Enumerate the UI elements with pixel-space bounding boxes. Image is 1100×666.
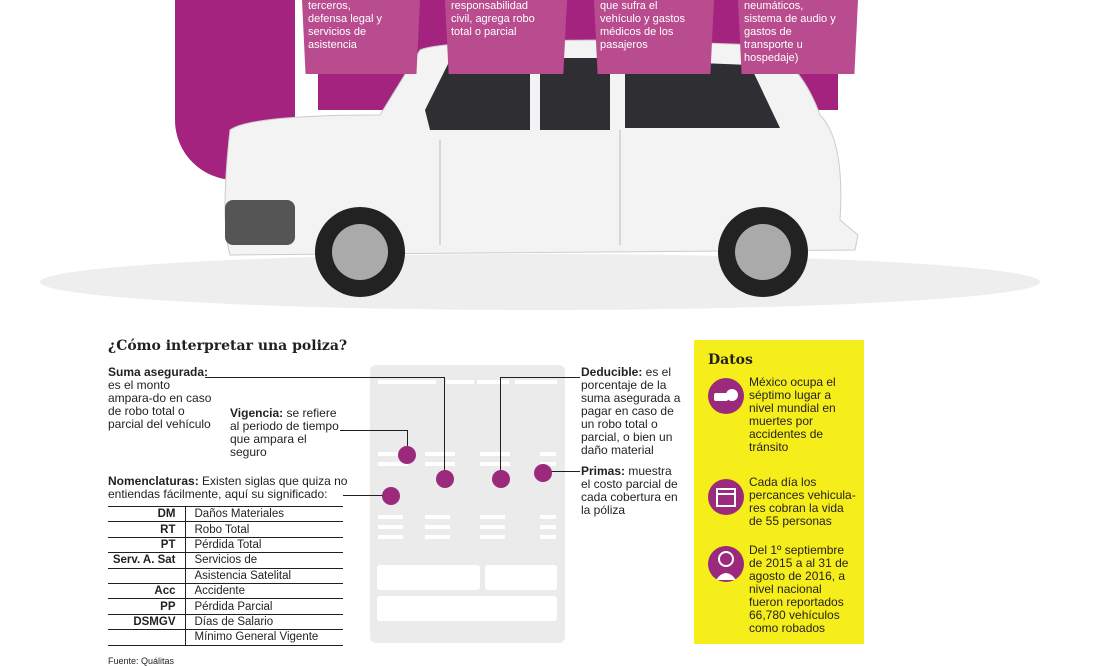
datos-panel: Datos México ocupa el séptimo lugar a ni… [694, 340, 864, 644]
coverage-box-4: neumáticos, sistema de audio y gastos de… [738, 0, 858, 74]
coverage-box-1: terceros, defensa legal y servicios de a… [302, 0, 420, 74]
policy-form-illustration [370, 365, 565, 643]
abbreviation: PT [108, 537, 186, 554]
section-title: ¿Cómo interpretar una poliza? [108, 338, 348, 354]
meaning: Mínimo General Vigente [185, 629, 343, 646]
annotation-nomenclaturas: Nomenclaturas: Existen siglas que quiza … [108, 474, 348, 501]
annotation-deducible: Deducible: es el porcentaje de la suma a… [581, 365, 681, 457]
meaning: Accidente [185, 583, 343, 600]
annotation-suma: Suma asegurada: es el monto ampara-do en… [108, 365, 212, 431]
datos-title: Datos [708, 352, 753, 368]
abbreviation: DM [108, 505, 186, 523]
abbreviation: RT [108, 521, 186, 538]
coverage-box-2: responsabilidad civil, agrega robo total… [445, 0, 567, 74]
calendar-icon [708, 479, 744, 515]
dato-2: Cada día los percances vehicula-res cobr… [749, 475, 856, 528]
coverage-box-3: que sufra el vehículo y gastos médicos d… [594, 0, 714, 74]
table-row: Mínimo General Vigente [108, 629, 343, 646]
abbreviation [108, 629, 186, 646]
table-row: Asistencia Satelital [108, 568, 343, 584]
dato-1: México ocupa el séptimo lugar a nivel mu… [749, 375, 836, 454]
abbreviation: Serv. A. Sat [108, 552, 186, 569]
pin-primas [534, 464, 552, 482]
meaning: Robo Total [185, 521, 343, 538]
abbreviation [108, 568, 186, 584]
meaning: Días de Salario [185, 614, 343, 631]
annotation-primas: Primas: muestra el costo parcial de cada… [581, 464, 678, 517]
annotation-vigencia: Vigencia: se refiere al periodo de tiemp… [230, 406, 339, 459]
pin-nomenclaturas [382, 487, 400, 505]
meaning: Servicios de [185, 552, 343, 569]
thief-icon [708, 546, 744, 582]
car-illustration [40, 39, 1040, 310]
pin-suma [436, 470, 454, 488]
meaning: Pérdida Total [185, 537, 343, 554]
pin-vigencia [398, 446, 416, 464]
car-crash-icon [708, 378, 744, 414]
meaning: Asistencia Satelital [185, 568, 343, 584]
abbreviation: PP [108, 598, 186, 615]
abbreviation: DSMGV [108, 614, 186, 631]
abbreviation: Acc [108, 583, 186, 600]
pin-deducible [492, 470, 510, 488]
dato-3: Del 1º septiembre de 2015 a al 31 de ago… [749, 543, 849, 635]
source-note: Fuente: Quálitas [108, 656, 175, 666]
meaning: Pérdida Parcial [185, 598, 343, 615]
meaning: Daños Materiales [185, 505, 343, 523]
